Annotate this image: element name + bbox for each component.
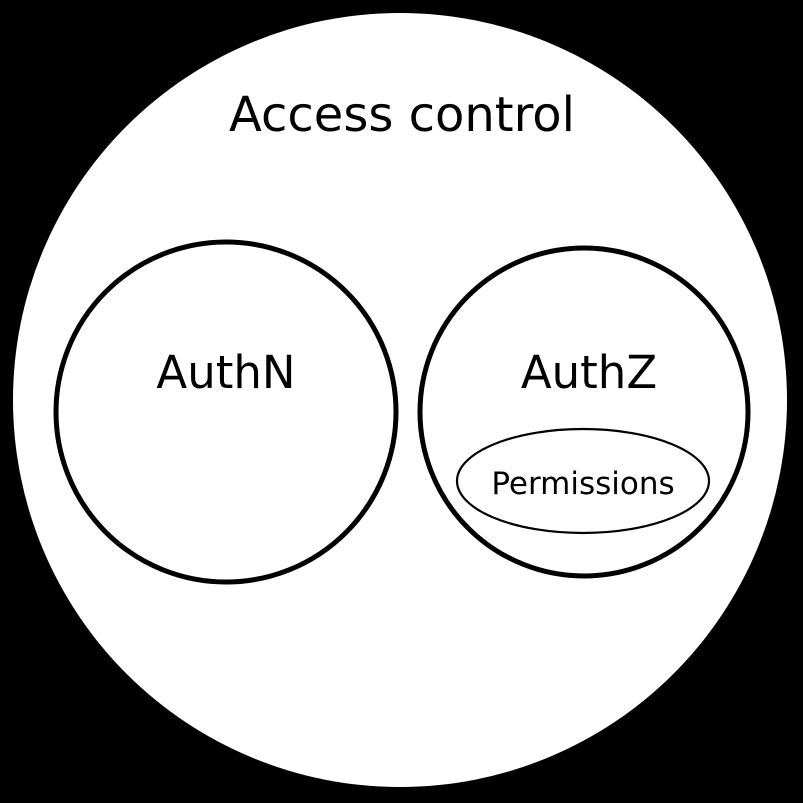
circle-authn: [53, 239, 399, 585]
ellipse-permissions: [455, 427, 711, 535]
label-access-control: Access control: [229, 87, 575, 143]
label-permissions: Permissions: [491, 466, 674, 502]
outer-circle-access-control: [13, 13, 787, 787]
label-authn: AuthN: [156, 346, 295, 399]
label-authz: AuthZ: [521, 346, 657, 399]
